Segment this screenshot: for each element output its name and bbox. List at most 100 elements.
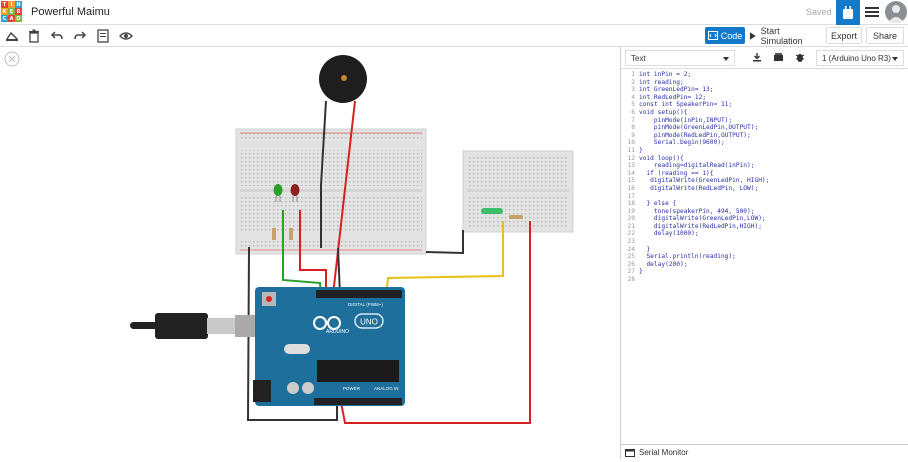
code-button[interactable]: Code: [705, 27, 745, 44]
pushbutton[interactable]: [481, 208, 503, 214]
logo-letter: I: [8, 1, 15, 8]
start-simulation-button[interactable]: Start Simulation: [749, 26, 821, 46]
fit-view-icon[interactable]: [4, 51, 20, 67]
code-text: digitalWrite(RedLedPin,HIGH);: [639, 222, 762, 230]
code-line[interactable]: 19 tone(speakerPin, 494, 500);: [621, 208, 908, 216]
code-mode-select[interactable]: Text: [625, 50, 735, 66]
serial-monitor-icon: [625, 449, 635, 457]
code-line[interactable]: 28: [621, 276, 908, 284]
logo-letter: K: [1, 8, 8, 15]
line-number: 4: [631, 93, 635, 101]
notes-icon[interactable]: [96, 29, 110, 43]
chevron-down-icon: [723, 57, 729, 61]
download-icon[interactable]: [752, 52, 762, 62]
undo-icon[interactable]: [50, 29, 64, 43]
line-number: 7: [631, 116, 635, 124]
line-number: 11: [627, 146, 635, 154]
circuit-view-button[interactable]: [836, 0, 860, 25]
code-line[interactable]: 21 digitalWrite(RedLedPin,HIGH);: [621, 223, 908, 231]
code-line[interactable]: 9 pinMode(RedLedPin,OUTPUT);: [621, 132, 908, 140]
resistor[interactable]: [272, 228, 276, 240]
red-led[interactable]: [290, 184, 300, 202]
line-number: 5: [631, 101, 635, 109]
export-button[interactable]: Export: [826, 27, 862, 44]
user-avatar[interactable]: [885, 1, 907, 23]
main-breadboard[interactable]: [235, 128, 427, 255]
code-text: digitalWrite(GreenLedPin, HIGH);: [639, 177, 770, 185]
line-number: 18: [627, 200, 635, 208]
save-status: Saved: [806, 7, 832, 17]
serial-monitor-label: Serial Monitor: [639, 447, 689, 457]
code-text: } else {: [639, 200, 677, 208]
code-button-label: Code: [720, 30, 743, 41]
line-number: 25: [627, 253, 635, 261]
code-line[interactable]: 24 }: [621, 246, 908, 254]
line-number: 17: [627, 192, 635, 200]
code-text: delay(200);: [639, 260, 688, 268]
code-line[interactable]: 11}: [621, 147, 908, 155]
code-line[interactable]: 13 reading=digitalRead(inPin);: [621, 162, 908, 170]
code-line[interactable]: 14 if (reading == 1){: [621, 170, 908, 178]
green-led[interactable]: [273, 184, 283, 202]
project-title[interactable]: Powerful Maimu: [31, 6, 110, 18]
code-text: int reading;: [639, 78, 684, 86]
device-select[interactable]: 1 (Arduino Uno R3): [816, 50, 904, 66]
code-text: void setup(){: [639, 108, 688, 116]
code-text: Serial.println(reading);: [639, 253, 736, 261]
code-line[interactable]: 25 Serial.println(reading);: [621, 253, 908, 261]
line-number: 22: [627, 230, 635, 238]
rotate-icon[interactable]: [5, 29, 19, 43]
digital-pins-label: DIGITAL (PWM~): [348, 302, 383, 307]
share-button[interactable]: Share: [866, 27, 904, 44]
code-line[interactable]: 27}: [621, 268, 908, 276]
code-text: const int SpeakerPin= 11;: [639, 101, 733, 109]
resistor[interactable]: [289, 228, 293, 240]
delete-icon[interactable]: [27, 29, 41, 43]
code-text: }: [639, 268, 643, 276]
list-view-button[interactable]: [864, 5, 880, 19]
code-line[interactable]: 8 pinMode(GreenLedPin,OUTPUT);: [621, 124, 908, 132]
line-number: 27: [627, 268, 635, 276]
visibility-icon[interactable]: [119, 29, 133, 43]
code-line[interactable]: 7 pinMode(inPin,INPUT);: [621, 117, 908, 125]
usb-cable[interactable]: [130, 313, 255, 339]
code-line[interactable]: 10 Serial.begin(9600);: [621, 139, 908, 147]
arduino-uno-board[interactable]: UNO ARDUINO DIGITAL (PWM~) POWER ANALOG …: [253, 287, 405, 406]
code-line[interactable]: 20 digitalWrite(GreenLedPin,LOW);: [621, 215, 908, 223]
line-number: 28: [627, 276, 635, 284]
code-line[interactable]: 16 digitalWrite(RedLedPin, LOW);: [621, 185, 908, 193]
serial-monitor-bar[interactable]: Serial Monitor: [621, 444, 908, 459]
code-line[interactable]: 26 delay(200);: [621, 261, 908, 269]
small-breadboard[interactable]: [462, 150, 574, 233]
code-line[interactable]: 22 delay(1000);: [621, 230, 908, 238]
top-bar: T I N K E R C A D Powerful Maimu Saved: [0, 0, 908, 25]
resistor[interactable]: [509, 215, 523, 219]
redo-icon[interactable]: [73, 29, 87, 43]
piezo-buzzer[interactable]: [319, 55, 367, 103]
arduino-model-label: UNO: [360, 318, 378, 327]
logo-letter: D: [15, 15, 22, 22]
logo-letter: T: [1, 1, 8, 8]
code-text: int inPin = 2;: [639, 71, 692, 78]
breadboard-icon: [843, 5, 853, 19]
code-line[interactable]: 17: [621, 193, 908, 201]
line-number: 3: [631, 86, 635, 94]
code-line[interactable]: 15 digitalWrite(GreenLedPin, HIGH);: [621, 177, 908, 185]
debugger-bug-icon[interactable]: [795, 51, 805, 63]
code-line[interactable]: 18 } else {: [621, 200, 908, 208]
code-line[interactable]: 5 const int SpeakerPin= 11;: [621, 101, 908, 109]
line-number: 16: [627, 184, 635, 192]
circuit-canvas[interactable]: UNO ARDUINO DIGITAL (PWM~) POWER ANALOG …: [0, 47, 620, 459]
code-line[interactable]: 23: [621, 238, 908, 246]
library-icon[interactable]: [773, 52, 784, 62]
tinkercad-logo[interactable]: T I N K E R C A D: [1, 1, 22, 22]
line-number: 15: [627, 177, 635, 185]
user-icon: [888, 5, 904, 23]
